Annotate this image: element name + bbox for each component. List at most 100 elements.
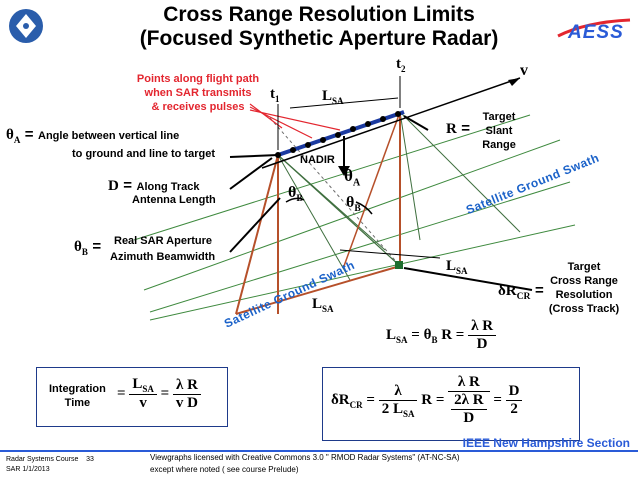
- theta-b-angle-left-theta: θ: [288, 184, 297, 201]
- theta-a-theta: θ: [6, 127, 14, 143]
- ieee-logo-icon: [9, 9, 43, 43]
- lsa-formula-theta: θ: [423, 326, 432, 343]
- target-cr-line4: (Cross Track): [548, 303, 620, 315]
- theta-b-angle-left: θB: [288, 184, 303, 204]
- integration-time-label: Integration Time: [49, 382, 106, 410]
- theta-a-symbol: θA: [6, 127, 20, 145]
- footer-rule: [0, 450, 638, 452]
- d-definition: D = Along Track: [108, 177, 199, 195]
- footer-sar-date: SAR 1/1/2013: [6, 466, 50, 473]
- lsa-formula-l: L: [386, 326, 397, 343]
- footer-license-line1: Viewgraphs licensed with Creative Common…: [150, 453, 460, 462]
- r-equals: =: [461, 120, 471, 137]
- theta-a-equals: =: [24, 126, 34, 143]
- page-subtitle: (Focused Synthetic Aperture Radar): [139, 27, 499, 50]
- cr-frac2-inner-num: 2λ R: [451, 392, 487, 410]
- t1-subscript: 1: [275, 94, 280, 104]
- theta-a-def-line2: to ground and line to target: [72, 148, 215, 160]
- lsa-bottom-label: LSA: [312, 296, 334, 314]
- cr-frac1: λ 2 LSA: [378, 383, 418, 419]
- footer-course: Radar Systems Course 33 SAR 1/1/2013: [6, 455, 94, 475]
- lsa-formula-r: R: [441, 326, 453, 343]
- page-title: Cross Range Resolution Limits: [163, 3, 475, 26]
- cr-eq1: =: [366, 391, 375, 408]
- d-symbol: D: [108, 178, 119, 194]
- target-cr-def: Target Cross Range Resolution (Cross Tra…: [534, 260, 634, 316]
- delta-r-equals: =: [534, 282, 544, 299]
- r-definition: R =: [446, 120, 470, 138]
- integration-frac2-num: λ R: [172, 377, 201, 395]
- lsa-bottom-subscript: SA: [322, 304, 334, 314]
- footer-license-line2: except where noted ( see course Prelude): [150, 465, 299, 474]
- cr-delta-r: δR: [331, 391, 350, 408]
- integration-line1: Integration: [49, 383, 106, 395]
- integration-frac1: LSA v: [129, 376, 157, 412]
- footer-course-name: Radar Systems Course: [6, 456, 79, 463]
- theta-a-angle-label: θA: [344, 166, 360, 188]
- integration-formula: = LSA v = λ R v D: [117, 376, 201, 412]
- theta-b-theta: θ: [74, 239, 82, 255]
- cr-frac1-sub: SA: [402, 408, 415, 419]
- theta-b-sub: B: [81, 247, 88, 257]
- aess-swoosh-icon: [557, 18, 631, 38]
- velocity-label: v: [520, 62, 528, 79]
- cross-range-formula: δRCR = λ 2 LSA R = λ R 2λ R D = D 2: [331, 374, 523, 427]
- nadir-label: NADIR: [300, 154, 335, 166]
- target-cr-line1: Target: [567, 261, 601, 273]
- integration-eq2: =: [160, 385, 170, 402]
- delta-r-symbol: δR: [498, 283, 517, 299]
- d-equals: =: [123, 177, 133, 194]
- theta-b-def-line2: Azimuth Beamwidth: [110, 251, 216, 263]
- lsa-formula-num: λ R: [468, 318, 497, 336]
- t2-subscript: 2: [401, 64, 406, 74]
- cr-frac2-num: λ R: [448, 374, 490, 392]
- lsa-mid-symbol: L: [446, 258, 457, 274]
- integration-frac1-l: L: [132, 376, 143, 392]
- theta-b-angle-right-theta: θ: [346, 194, 355, 211]
- lsa-formula-eq1: =: [411, 326, 420, 343]
- r-def-line1: Target: [482, 111, 516, 123]
- lsa-formula-fraction: λ R D: [468, 318, 497, 353]
- theta-b-definition: θB =: [74, 238, 101, 257]
- theta-b-angle-right-sub: B: [354, 203, 361, 215]
- theta-b-angle-right: θB: [346, 194, 361, 214]
- cr-delta-r-sub: CR: [349, 399, 363, 410]
- cr-frac1-num: λ: [378, 383, 418, 401]
- lsa-top-symbol: L: [322, 88, 333, 104]
- footer-license: Viewgraphs licensed with Creative Common…: [150, 452, 459, 476]
- target-cr-line2: Cross Range: [550, 275, 618, 287]
- theta-a-def-line1: Angle between vertical line: [38, 130, 180, 142]
- footer-page-number: 33: [86, 456, 94, 463]
- theta-b-symbol: θB: [74, 239, 88, 257]
- cr-frac2-inner-den: D: [463, 410, 475, 426]
- flight-path-note-line3: & receives pulses: [151, 101, 245, 113]
- flight-path-note-line1: Points along flight path: [136, 73, 260, 85]
- integration-time-box: Integration Time = LSA v = λ R v D: [36, 367, 228, 427]
- integration-frac2: λ R v D: [172, 377, 201, 412]
- t2-label: t2: [396, 56, 406, 74]
- theta-a-definition: θA = Angle between vertical line: [6, 126, 246, 145]
- theta-b-angle-left-sub: B: [296, 193, 303, 205]
- cr-frac3: D 2: [505, 383, 523, 418]
- r-def: Target Slant Range: [474, 110, 524, 152]
- cr-frac2-den: 2λ R D: [448, 392, 489, 427]
- cr-r: R: [421, 391, 433, 408]
- cr-frac1-den: 2 LSA: [379, 401, 418, 419]
- lsa-formula-den: D: [476, 336, 488, 352]
- flight-path-note-line2: when SAR transmits: [144, 87, 252, 99]
- integration-frac1-num: LSA: [129, 376, 157, 395]
- d-def-line1: Along Track: [136, 181, 200, 193]
- aess-logo: AESS: [556, 14, 632, 44]
- t2-symbol: t: [396, 56, 401, 72]
- footer-ieee: IEEE New Hampshire Section: [462, 436, 630, 450]
- cr-eq2: =: [435, 391, 445, 408]
- theta-b-equals: =: [92, 238, 102, 255]
- theta-a-angle-theta: θ: [344, 166, 353, 185]
- lsa-mid-label: LSA: [446, 258, 468, 276]
- cr-frac3-num: D: [505, 383, 523, 401]
- cr-frac2-inner: 2λ R D: [451, 392, 487, 427]
- lsa-formula-l-sub: SA: [396, 334, 408, 345]
- integration-line2: Time: [64, 397, 91, 409]
- t1-symbol: t: [270, 86, 275, 102]
